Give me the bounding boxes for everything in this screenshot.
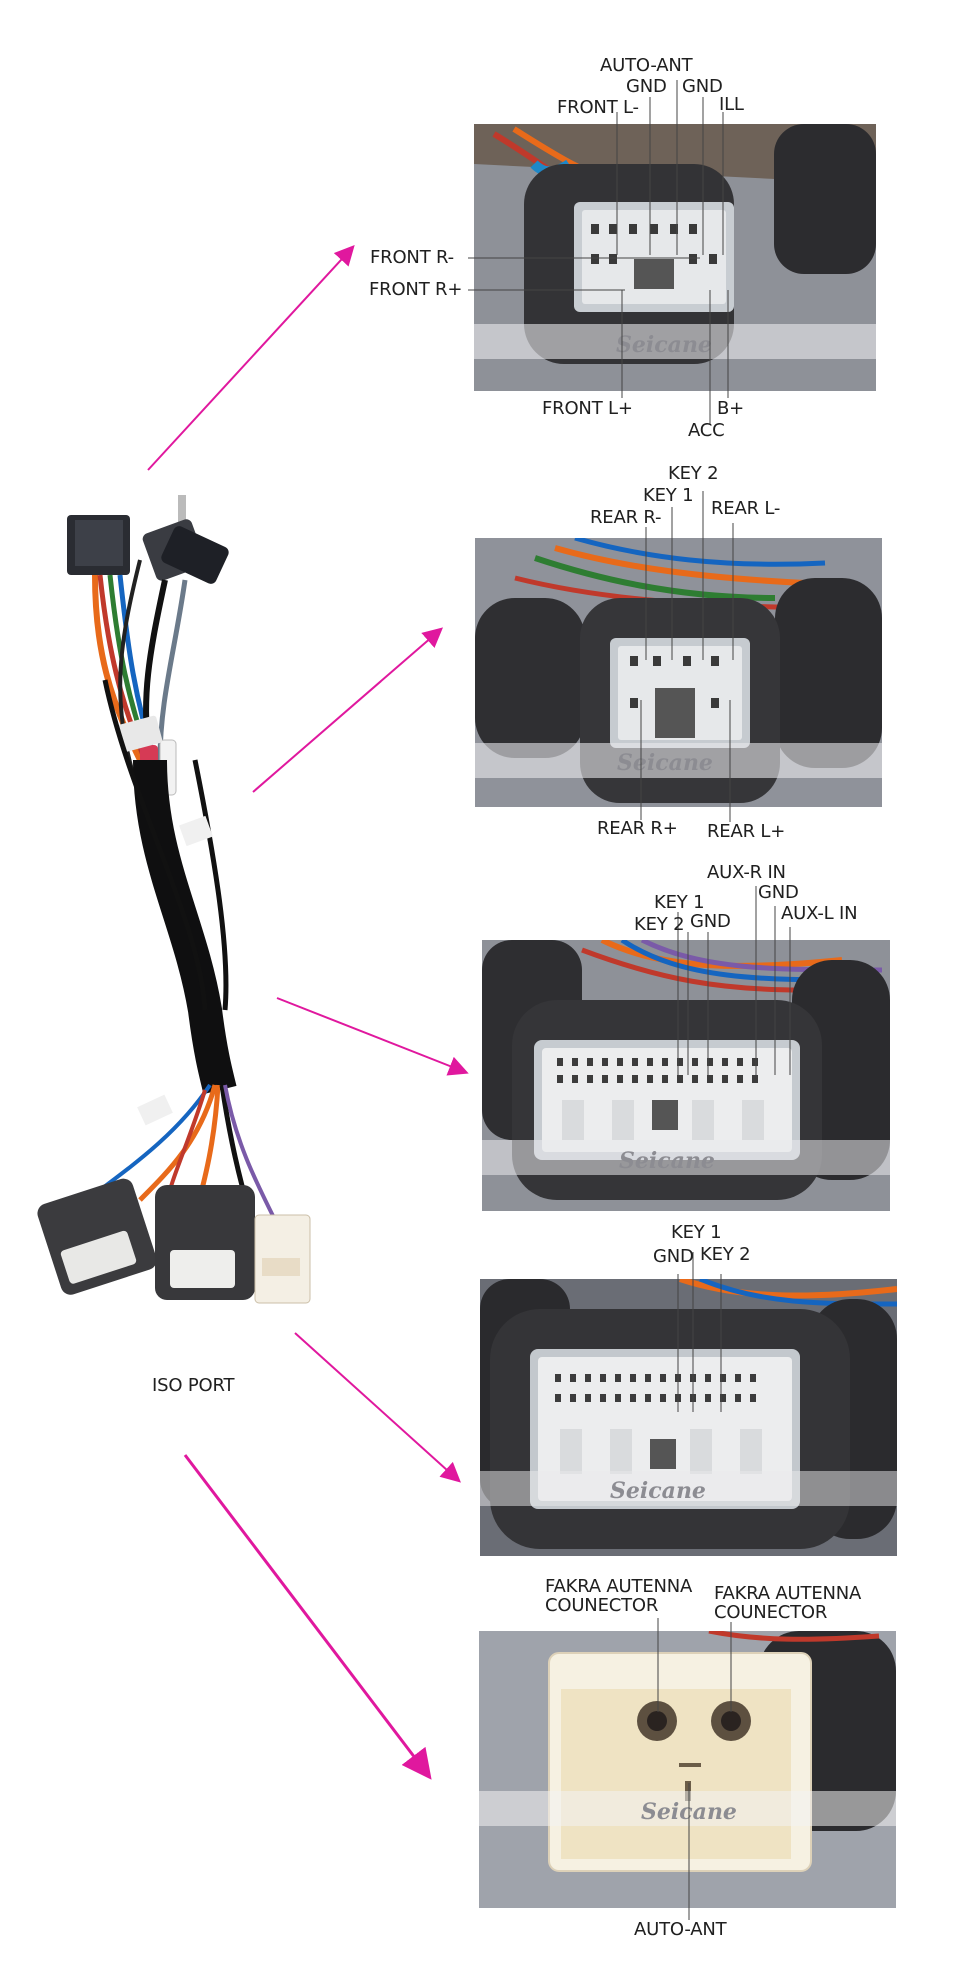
label-key-1-c: KEY 1 [671, 1222, 722, 1243]
label-front-r-plus: FRONT R+ [369, 279, 463, 300]
arrow-5 [183, 1454, 432, 1780]
label-aux-r-in: AUX-R IN [707, 862, 786, 883]
connector-photo-4: Seicane [480, 1279, 897, 1556]
label-b-plus: B+ [717, 398, 745, 419]
connector-photo-2: Seicane [475, 538, 882, 807]
arrow-1 [147, 245, 355, 471]
label-rear-r-minus: REAR R- [590, 507, 662, 528]
label-gnd-e: GND [653, 1246, 694, 1267]
label-key-2-b: KEY 2 [634, 914, 685, 935]
label-gnd-a: GND [626, 76, 667, 97]
label-front-l-minus: FRONT L- [557, 97, 639, 118]
label-key-2-c: KEY 2 [700, 1244, 751, 1265]
svg-text:Seicane: Seicane [617, 750, 713, 776]
svg-text:Seicane: Seicane [610, 1478, 706, 1504]
label-fakra-1: FAKRA AUTENNA COUNECTOR [545, 1577, 692, 1615]
fakra-1-text: FAKRA AUTENNA COUNECTOR [545, 1576, 693, 1616]
label-acc: ACC [688, 420, 725, 441]
label-aux-l-in: AUX-L IN [781, 903, 858, 924]
label-auto-ant: AUTO-ANT [600, 55, 693, 76]
label-key-2: KEY 2 [668, 463, 719, 484]
label-key-1-b: KEY 1 [654, 892, 705, 913]
arrow-3 [276, 997, 469, 1076]
label-fakra-2: FAKRA AUTENNA COUNECTOR [714, 1584, 861, 1622]
arrow-4 [294, 1332, 461, 1483]
watermark: Seicane [616, 332, 712, 358]
label-front-l-plus: FRONT L+ [542, 398, 633, 419]
iso-port-label: ISO PORT [152, 1375, 235, 1396]
fakra-2-text: FAKRA AUTENNA COUNECTOR [714, 1583, 862, 1623]
label-gnd-c: GND [758, 882, 799, 903]
arrow-2 [252, 627, 444, 793]
label-key-1: KEY 1 [643, 485, 694, 506]
label-ill: ILL [719, 94, 744, 115]
label-rear-l-plus: REAR L+ [707, 821, 786, 842]
label-gnd-b: GND [682, 76, 723, 97]
label-gnd-d: GND [690, 911, 731, 932]
svg-text:Seicane: Seicane [619, 1148, 715, 1174]
label-rear-r-plus: REAR R+ [597, 818, 678, 839]
label-auto-ant-bottom: AUTO-ANT [634, 1919, 727, 1940]
connector-photo-3: Seicane [482, 940, 890, 1211]
label-front-r-minus: FRONT R- [370, 247, 454, 268]
connector-photo-5: Seicane [479, 1631, 896, 1908]
label-rear-l-minus: REAR L- [711, 498, 781, 519]
